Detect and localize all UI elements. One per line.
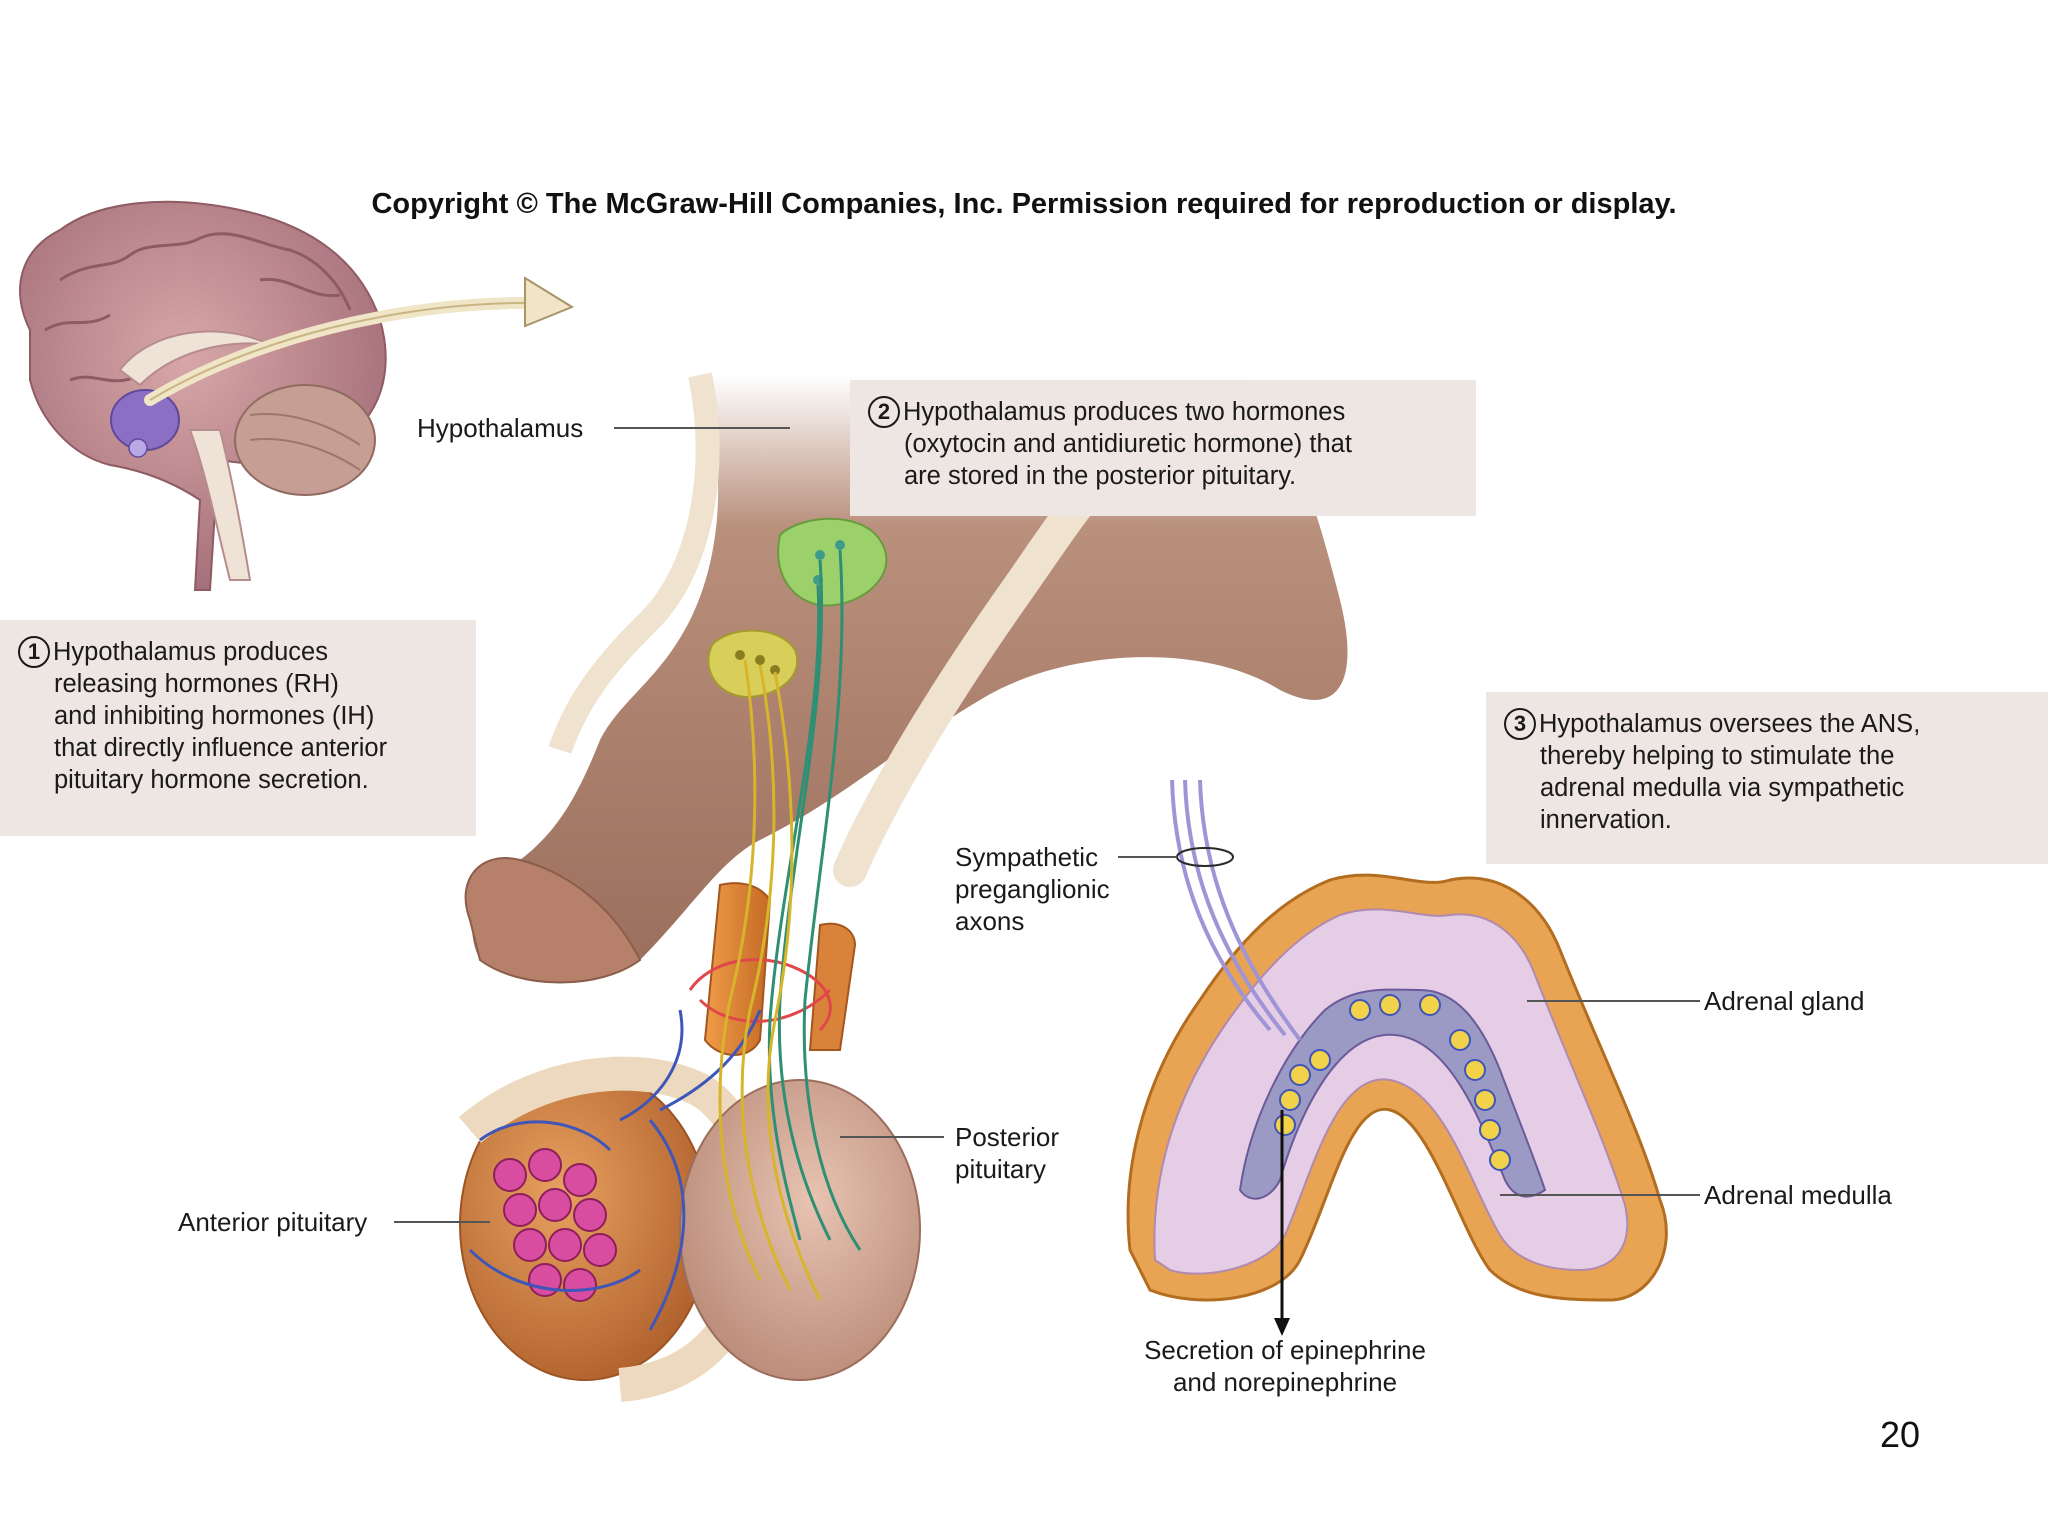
sympathetic-axons-label: Sympathetic preganglionic axons [955, 841, 1110, 937]
brain-section-drawing [19, 200, 575, 591]
adrenal-gland-label: Adrenal gland [1704, 986, 1865, 1016]
callout-3-line-4: innervation. [1540, 806, 1672, 834]
anterior-pituitary-label: Anterior pituitary [178, 1207, 368, 1237]
step-number-badge-1: 1 [18, 636, 50, 668]
leader-lines [394, 427, 1700, 1223]
callout-2-line-3: are stored in the posterior pituitary. [904, 462, 1297, 490]
adrenal-medulla-label: Adrenal medulla [1704, 1180, 1892, 1210]
callout-3-line-2: thereby helping to stimulate the [1540, 742, 1895, 770]
callout-1-line-1: Hypothalamus produces [53, 638, 328, 666]
adrenal-gland-drawing [1126, 779, 1668, 1336]
callout-3-line-1: Hypothalamus oversees the ANS, [1539, 710, 1921, 738]
sympathetic-axons-label-line-1: Sympathetic [955, 842, 1099, 872]
sympathetic-axons-label-line-2: preganglionic [955, 874, 1110, 904]
copyright-notice: Copyright © The McGraw-Hill Companies, I… [371, 188, 1677, 220]
step-number-badge-3: 3 [1504, 708, 1536, 740]
sympathetic-axons-label-line-3: axons [955, 906, 1025, 936]
callout-1-line-5: pituitary hormone secretion. [54, 766, 369, 794]
step-number-badge-2: 2 [868, 396, 900, 428]
callout-2-line-1: Hypothalamus produces two hormones [903, 398, 1346, 426]
secretion-label-line-2: and norepinephrine [1172, 1367, 1398, 1397]
callout-3-line-3: adrenal medulla via sympathetic [1540, 774, 1905, 802]
secretion-label: Secretion of epinephrine and norepinephr… [1100, 1334, 1470, 1398]
posterior-pituitary-label-line-1: Posterior [955, 1122, 1060, 1152]
hypothalamus-label: Hypothalamus [417, 413, 584, 443]
callout-1-line-2: releasing hormones (RH) [54, 670, 339, 698]
page-number: 20 [1880, 1414, 1921, 1455]
posterior-pituitary-label-line-2: pituitary [955, 1154, 1047, 1184]
callout-2-line-2: (oxytocin and antidiuretic hormone) that [904, 430, 1352, 458]
callout-1-line-3: and inhibiting hormones (IH) [54, 702, 375, 730]
posterior-pituitary-label: Posterior pituitary [955, 1121, 1059, 1185]
secretion-label-line-1: Secretion of epinephrine [1144, 1335, 1426, 1365]
callout-1-line-4: that directly influence anterior [54, 734, 388, 762]
